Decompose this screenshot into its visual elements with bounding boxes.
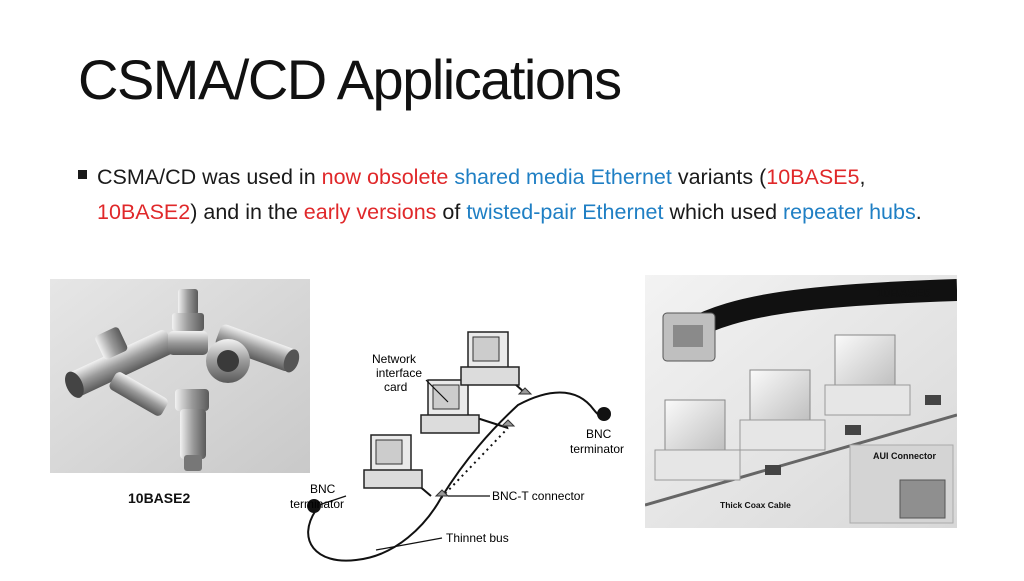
- bnc-terminator-left-line2: terminator: [290, 497, 344, 511]
- caption-10base2: 10BASE2: [128, 490, 191, 506]
- bnc-t-connector-label: BNC-T connector: [492, 489, 584, 503]
- highlight-now-obsolete: now obsolete: [321, 165, 449, 189]
- highlight-twisted-pair-ethernet: twisted-pair Ethernet: [466, 200, 664, 224]
- aui-connector-label: AUI Connector: [873, 451, 936, 461]
- highlight-repeater-hubs: repeater hubs: [783, 200, 916, 224]
- highlight-early-versions: early versions: [303, 200, 437, 224]
- 10base5-photo: 10BASE5 AUI Connector Thick Coax Cable: [645, 275, 957, 528]
- text-segment: ,: [859, 165, 866, 189]
- text-segment: .: [915, 200, 922, 224]
- bnc-terminator-right-line1: BNC: [586, 427, 612, 441]
- bnc-connectors-illustration: [50, 279, 310, 473]
- text-segment: variants (: [671, 165, 767, 189]
- thick-coax-cable-label: Thick Coax Cable: [720, 500, 791, 510]
- nic-label-line1: Network: [372, 352, 417, 366]
- thinnet-bus-diagram: Network interface card BNC terminator BN…: [290, 331, 624, 562]
- nic-label-line3: card: [384, 380, 407, 394]
- text-segment: CSMA/CD was used in: [97, 165, 322, 189]
- bnc-terminator-left-line1: BNC: [310, 482, 336, 496]
- highlight-shared-media-ethernet: shared media Ethernet: [454, 165, 672, 189]
- nic-label-line2: interface: [376, 366, 422, 380]
- bullet-text: CSMA/CD was used in now obsolete shared …: [97, 160, 958, 230]
- slide-title: CSMA/CD Applications: [78, 48, 622, 111]
- bullet-point: CSMA/CD was used in now obsolete shared …: [78, 160, 958, 230]
- thinnet-bus-label: Thinnet bus: [446, 531, 509, 545]
- text-segment: ) and in the: [190, 200, 304, 224]
- bnc-terminator-right-line2: terminator: [570, 442, 624, 456]
- thinnet-diagram: Network interface card BNC terminator BN…: [276, 310, 646, 576]
- 10base5-illustration: 10BASE5 AUI Connector Thick Coax Cable: [645, 275, 957, 528]
- highlight-10base2: 10BASE2: [97, 200, 191, 224]
- bnc-connectors-photo: [50, 279, 310, 473]
- highlight-10base5: 10BASE5: [766, 165, 860, 189]
- 10base5-title: 10BASE5: [877, 286, 931, 300]
- text-segment: of: [436, 200, 467, 224]
- text-segment: which used: [663, 200, 784, 224]
- bullet-square-icon: [78, 170, 87, 179]
